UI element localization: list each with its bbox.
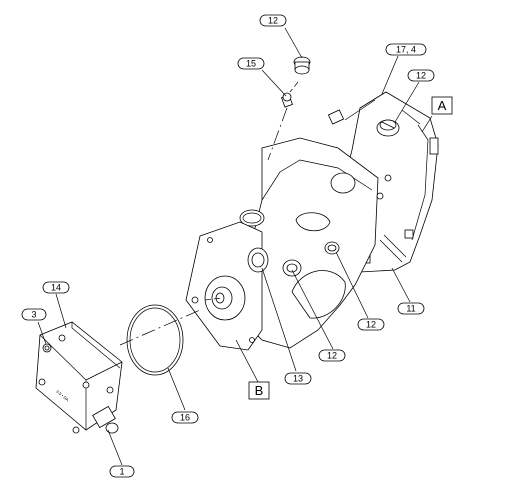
svg-text:17, 4: 17, 4	[396, 45, 416, 55]
callout-3: 3	[21, 308, 47, 321]
svg-text:13: 13	[293, 374, 303, 384]
callout-12-mid: 12	[357, 318, 385, 331]
cover-plate: 0.5 • DA	[35, 321, 123, 434]
callout-13: 13	[284, 372, 312, 385]
leader-lines	[37, 27, 433, 466]
screw-15	[281, 92, 293, 108]
callout-1: 1	[109, 465, 135, 478]
svg-text:11: 11	[406, 304, 415, 314]
svg-text:12: 12	[268, 16, 278, 26]
svg-text:12: 12	[366, 320, 376, 330]
svg-text:1: 1	[119, 467, 124, 477]
view-label-a: A	[431, 96, 453, 115]
svg-text:3: 3	[31, 310, 36, 320]
svg-text:12: 12	[327, 351, 337, 361]
callout-16: 16	[171, 411, 199, 424]
svg-text:12: 12	[416, 71, 426, 81]
callout-12-bottom: 12	[318, 349, 346, 362]
callout-12-right: 12	[407, 69, 435, 82]
callout-15: 15	[237, 57, 265, 70]
view-label-b: B	[248, 381, 270, 400]
o-ring-13	[239, 209, 265, 227]
callout-17-4: 17, 4	[385, 43, 427, 56]
callout-14: 14	[42, 281, 70, 294]
front-flange	[185, 221, 269, 351]
svg-text:A: A	[438, 98, 447, 113]
plug-12-top	[293, 56, 311, 75]
svg-text:15: 15	[246, 59, 256, 69]
svg-text:14: 14	[51, 283, 61, 293]
plug-12-right	[376, 119, 400, 137]
svg-text:B: B	[255, 383, 264, 398]
svg-text:16: 16	[180, 413, 190, 423]
callout-12-top: 12	[259, 14, 287, 27]
o-ring-16	[126, 304, 184, 376]
middle-housing	[247, 137, 392, 349]
callout-11: 11	[397, 302, 425, 315]
fitting-1	[92, 405, 119, 434]
